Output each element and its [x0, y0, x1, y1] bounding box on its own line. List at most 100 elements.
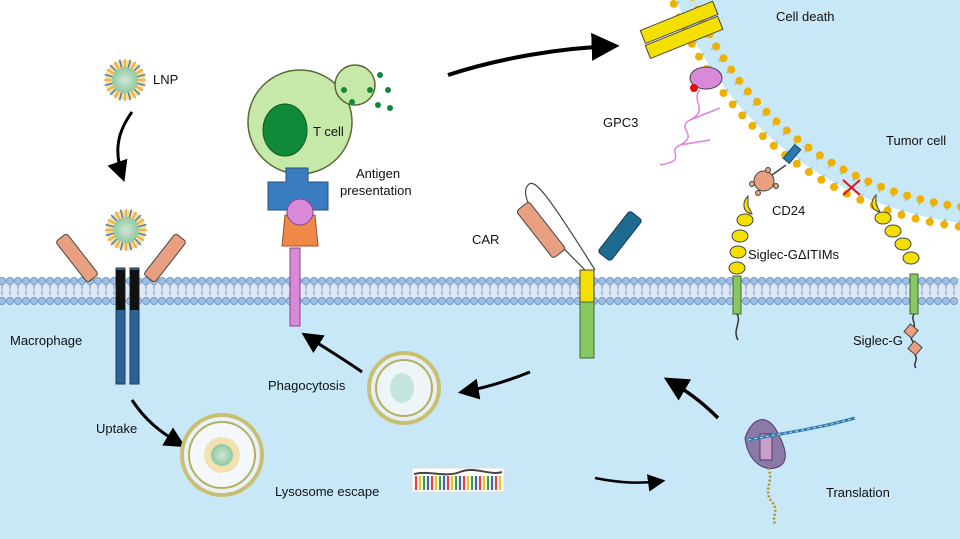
membrane-head — [510, 297, 518, 305]
lnp-spike — [131, 211, 138, 220]
membrane-head — [806, 277, 814, 285]
membrane-head — [350, 297, 358, 305]
lnp-spike — [118, 59, 123, 68]
membrane-head — [430, 277, 438, 285]
membrane-head — [238, 297, 246, 305]
membrane-head — [550, 277, 558, 285]
membrane-head — [470, 277, 478, 285]
lipid-head — [782, 126, 791, 135]
membrane-tail — [696, 284, 700, 296]
membrane-head — [950, 297, 958, 305]
membrane-tail — [272, 284, 276, 296]
membrane-head — [814, 277, 822, 285]
gpc3-label: GPC3 — [603, 115, 638, 130]
lipid-head — [877, 182, 886, 191]
membrane-head — [462, 297, 470, 305]
membrane-head — [678, 297, 686, 305]
translation-label: Translation — [826, 485, 890, 500]
membrane-head — [894, 297, 902, 305]
membrane-tail — [680, 284, 684, 296]
membrane-tail — [280, 284, 284, 296]
membrane-head — [718, 297, 726, 305]
membrane-head — [86, 297, 94, 305]
membrane-tail — [936, 284, 940, 296]
lnp-spike — [109, 64, 117, 72]
membrane-head — [518, 297, 526, 305]
membrane-tail — [872, 284, 876, 296]
membrane-tail — [424, 284, 428, 296]
lnp-spike — [138, 232, 147, 237]
membrane-tail — [344, 284, 348, 296]
membrane-head — [366, 297, 374, 305]
membrane-head — [198, 277, 206, 285]
membrane-head — [902, 297, 910, 305]
membrane-head — [382, 277, 390, 285]
lnp-spike — [119, 242, 124, 251]
lnp-label: LNP — [153, 72, 178, 87]
pore-complex — [639, 0, 724, 60]
membrane-tail — [168, 284, 172, 296]
membrane-head — [598, 297, 606, 305]
lnp-spike — [114, 240, 121, 249]
lipid-head — [728, 100, 737, 109]
membrane-head — [846, 277, 854, 285]
lnp-spike — [113, 61, 120, 70]
phagocytosis-label: Phagocytosis — [268, 378, 346, 393]
membrane-head — [694, 297, 702, 305]
membrane-head — [606, 277, 614, 285]
membrane-head — [182, 277, 190, 285]
membrane-head — [454, 297, 462, 305]
lnp-spike — [130, 61, 137, 70]
antigen-label-line2: presentation — [340, 183, 412, 198]
membrane-head — [750, 277, 758, 285]
membrane-tail — [32, 284, 36, 296]
membrane-tail — [576, 284, 580, 296]
membrane-tail — [776, 284, 780, 296]
membrane-tail — [904, 284, 908, 296]
membrane-head — [6, 277, 14, 285]
membrane-tail — [728, 284, 732, 296]
membrane-tail — [240, 284, 244, 296]
lnp-spike — [104, 82, 113, 87]
lipid-head — [804, 168, 813, 177]
lnp-spike — [106, 68, 115, 75]
membrane-tail — [840, 284, 844, 296]
membrane-head — [0, 297, 6, 305]
lnp-spike — [136, 235, 145, 242]
macrophage-receptor — [56, 233, 186, 385]
membrane-head — [214, 277, 222, 285]
lnp-spike — [128, 209, 133, 218]
membrane-head — [390, 297, 398, 305]
membrane-head — [198, 297, 206, 305]
membrane-head — [622, 277, 630, 285]
membrane-tail — [888, 284, 892, 296]
membrane-head — [534, 277, 542, 285]
membrane-head — [566, 277, 574, 285]
membrane-tail — [224, 284, 228, 296]
membrane-tail — [432, 284, 436, 296]
membrane-head — [686, 297, 694, 305]
membrane-tail — [824, 284, 828, 296]
lnp-spike — [138, 223, 147, 228]
membrane-head — [646, 297, 654, 305]
lipid-head — [793, 135, 802, 144]
membrane-tail — [400, 284, 404, 296]
tumor-cell-label: Tumor cell — [886, 133, 946, 148]
membrane-tail — [944, 284, 948, 296]
membrane-head — [862, 277, 870, 285]
mrna-backbone — [413, 469, 503, 476]
membrane-head — [398, 297, 406, 305]
membrane-tail — [336, 284, 340, 296]
tcr-mhc-complex — [267, 167, 329, 327]
membrane-tail — [816, 284, 820, 296]
membrane-tail — [208, 284, 212, 296]
membrane-tail — [464, 284, 468, 296]
siglec-g-label: Siglec-G — [853, 333, 903, 348]
uptake-label: Uptake — [96, 421, 137, 436]
membrane-head — [438, 277, 446, 285]
lnp-spike — [110, 214, 118, 222]
lnp-spike — [105, 232, 114, 237]
lipid-head — [897, 210, 906, 219]
membrane-head — [622, 297, 630, 305]
membrane-head — [182, 297, 190, 305]
